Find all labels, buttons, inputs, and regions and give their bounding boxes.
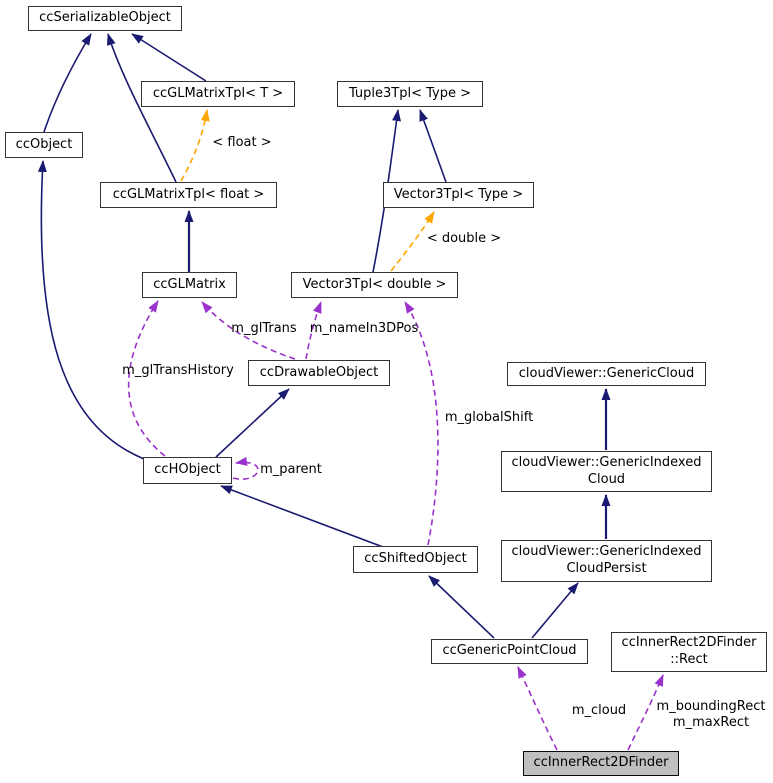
node-vector3-tpl-type[interactable]: Vector3Tpl< Type > bbox=[383, 182, 534, 208]
node-vector3-tpl-double[interactable]: Vector3Tpl< double > bbox=[291, 272, 458, 298]
node-tuple3-tpl-type[interactable]: Tuple3Tpl< Type > bbox=[337, 81, 483, 107]
node-cc-drawable-object[interactable]: ccDrawableObject bbox=[248, 360, 390, 386]
label-m-boundingrect-m-maxrect: m_boundingRect m_maxRect bbox=[656, 698, 766, 730]
edge-cchobject-to-ccobject bbox=[37, 160, 145, 460]
node-cc-inner-rect2d-finder: ccInnerRect2DFinder bbox=[523, 751, 679, 776]
edge-template-float bbox=[180, 109, 210, 182]
node-cc-glmatrix-tpl-t[interactable]: ccGLMatrixTpl< T > bbox=[141, 81, 295, 107]
edge-usage-m-cloud bbox=[517, 666, 558, 751]
edge-cchobject-to-ccdrawableobject bbox=[215, 388, 290, 458]
edge-usage-m-gltranshistory bbox=[127, 300, 166, 457]
edge-usage-m-boundingrect bbox=[627, 674, 664, 751]
label-m-globalshift: m_globalShift bbox=[444, 409, 534, 425]
node-cc-serializable-object[interactable]: ccSerializableObject bbox=[28, 6, 182, 31]
edge-usage-m-namein3dpos bbox=[305, 301, 322, 360]
label-m-cloud: m_cloud bbox=[571, 702, 627, 718]
edge-usage-m-parent-self-loop bbox=[232, 456, 259, 480]
edge-ccgenericpointcloud-to-genericindexedcloudpersist bbox=[531, 582, 579, 639]
node-cc-glmatrix-tpl-float[interactable]: ccGLMatrixTpl< float > bbox=[100, 182, 277, 208]
node-cc-generic-point-cloud[interactable]: ccGenericPointCloud bbox=[431, 639, 588, 664]
node-cc-shifted-object[interactable]: ccShiftedObject bbox=[353, 546, 478, 573]
label-m-parent: m_parent bbox=[260, 461, 322, 477]
label-template-double: < double > bbox=[426, 230, 502, 246]
node-cloudviewer-generic-indexed-cloud-persist[interactable]: cloudViewer::GenericIndexed CloudPersist bbox=[501, 540, 712, 582]
node-cloudviewer-generic-indexed-cloud[interactable]: cloudViewer::GenericIndexed Cloud bbox=[501, 451, 712, 492]
label-m-gltrans: m_glTrans bbox=[231, 320, 297, 336]
edge-ccgenericpointcloud-to-ccshiftedobject bbox=[428, 575, 495, 639]
edge-usage-m-globalshift bbox=[404, 301, 439, 546]
edge-vector3tpltype-to-tuple3tpltype bbox=[419, 109, 447, 183]
node-cc-object[interactable]: ccObject bbox=[5, 132, 83, 158]
node-cloudviewer-generic-cloud[interactable]: cloudViewer::GenericCloud bbox=[507, 362, 706, 386]
label-m-namein3dpos: m_nameIn3DPos bbox=[309, 320, 419, 336]
label-m-gltranshistory: m_glTransHistory bbox=[122, 362, 234, 378]
edge-ccshiftedobject-to-cchobject bbox=[220, 485, 384, 548]
label-template-float: < float > bbox=[212, 134, 272, 150]
node-cc-glmatrix[interactable]: ccGLMatrix bbox=[142, 272, 237, 298]
node-cc-inner-rect2d-finder-rect[interactable]: ccInnerRect2DFinder ::Rect bbox=[611, 632, 767, 672]
edge-ccobject-to-ccserializableobject bbox=[43, 33, 92, 133]
edge-usage-m-gltrans bbox=[201, 301, 296, 360]
edge-ccglmatrixtplt-to-ccserializableobject bbox=[131, 33, 207, 82]
edge-ccglmatrixtplfloat-to-ccserializableobject bbox=[106, 33, 177, 183]
node-cc-hobject[interactable]: ccHObject bbox=[143, 457, 232, 484]
